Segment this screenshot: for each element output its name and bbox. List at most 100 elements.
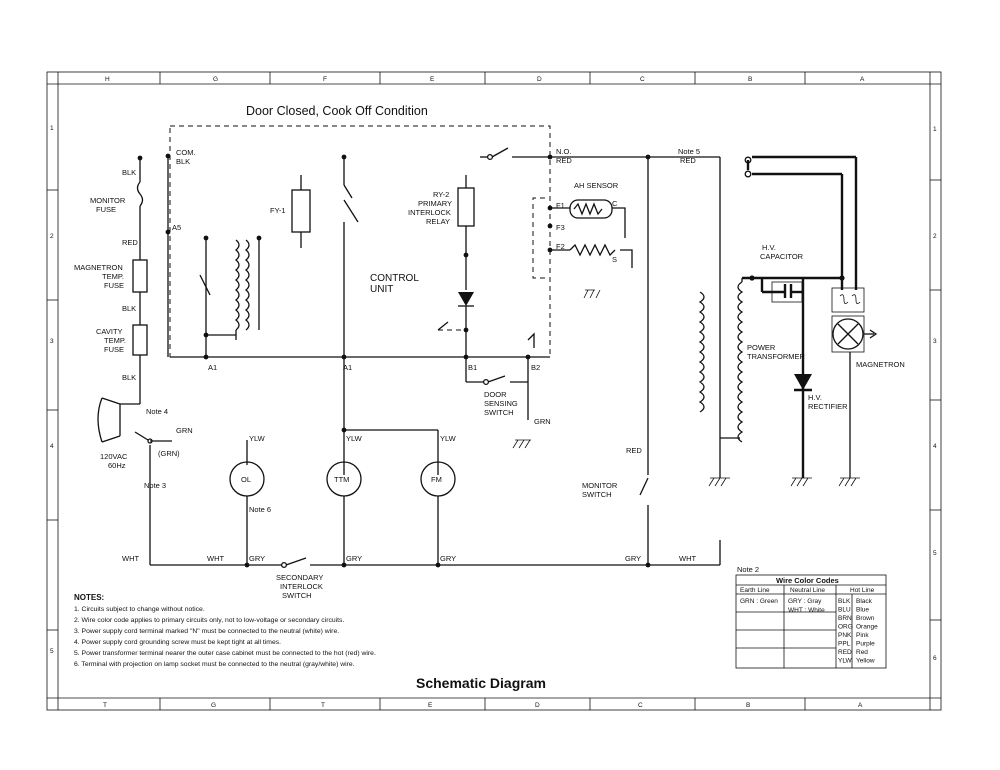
- secondary-switch-label: SWITCH: [282, 591, 312, 600]
- wire-label-red: RED: [626, 446, 642, 455]
- wire-label-red: RED: [680, 156, 696, 165]
- frame-bottom-letter: A: [858, 702, 863, 709]
- note-item: 3. Power supply cord terminal marked "N"…: [74, 628, 339, 635]
- ry2-label: INTERLOCK: [408, 208, 451, 217]
- secondary-switch-label: SECONDARY: [276, 573, 323, 582]
- notes-heading: NOTES:: [74, 593, 104, 602]
- power-transformer-label: POWER: [747, 343, 776, 352]
- wire-label-blk: BLK: [122, 168, 136, 177]
- hot-color-code: BRN: [838, 615, 852, 622]
- control-unit-label: CONTROL: [370, 273, 419, 284]
- wire-color-table: Note 2 Wire Color Codes Earth Line Neutr…: [735, 565, 887, 669]
- frame-left-number: 1: [50, 125, 54, 132]
- frame-bottom-letter: D: [535, 702, 540, 709]
- cavity-fuse-label: TEMP.: [104, 336, 126, 345]
- magnetron-fuse-label: FUSE: [104, 281, 124, 290]
- note-3-label: Note 3: [144, 481, 166, 490]
- wire-label-gry: GRY: [346, 554, 362, 563]
- hv-rectifier-diode: [794, 374, 812, 390]
- door-switch-label: SENSING: [484, 399, 518, 408]
- monitor-switch-label: MONITOR: [582, 481, 618, 490]
- note-item: 2. Wire color code applies to primary ci…: [74, 617, 344, 624]
- control-labels: FY-1 RY-2 PRIMARY INTERLOCK RELAY CONTRO…: [208, 147, 700, 426]
- frame-bottom-letter: T: [103, 702, 107, 709]
- hv-capacitor-label: CAPACITOR: [760, 252, 804, 261]
- terminal-label-a1: A1: [343, 363, 352, 372]
- wire-label-gry: GRY: [249, 554, 265, 563]
- hot-color-code: BLK: [838, 598, 851, 605]
- wire-label-red: RED: [122, 238, 138, 247]
- neutral-bus: [149, 445, 721, 569]
- sensor-pin-f2: F2: [556, 242, 565, 251]
- note-2-label: Note 2: [737, 565, 759, 574]
- monitor-fuse-label: FUSE: [96, 205, 116, 214]
- frame-top-letter: C: [640, 76, 645, 83]
- terminal-label-b2: B2: [531, 363, 540, 372]
- frame-right-number: 5: [933, 550, 937, 557]
- fan-motor-label: FM: [431, 475, 442, 484]
- wire-label-grn: GRN: [176, 426, 193, 435]
- frame-left-number: 4: [50, 443, 54, 450]
- ry2-label: PRIMARY: [418, 199, 452, 208]
- frame-top-letter: B: [748, 76, 752, 83]
- frame-top-letter: D: [537, 76, 542, 83]
- frame-top-letter: E: [430, 76, 435, 83]
- terminal-label-a5: A5: [172, 223, 181, 232]
- wire-label-red: RED: [556, 156, 572, 165]
- hot-color-name: Purple: [856, 641, 875, 648]
- frame-bottom-letter: C: [638, 702, 643, 709]
- hot-color-name: Brown: [856, 615, 875, 622]
- magnetron-temp-fuse: [132, 259, 148, 293]
- wire-label-wht: WHT: [122, 554, 139, 563]
- note-6-label: Note 6: [249, 505, 271, 514]
- wire-label-wht: WHT: [207, 554, 224, 563]
- frame-bottom-letter: T: [321, 702, 325, 709]
- frame-top-letter: H: [105, 76, 110, 83]
- monitor-switch-label: SWITCH: [582, 490, 612, 499]
- diode: [458, 292, 474, 306]
- hot-color-name: Yellow: [856, 658, 875, 665]
- supply-label: 120VAC: [100, 452, 128, 461]
- wire-label-blk: BLK: [122, 304, 136, 313]
- magnetron-fuse-label: MAGNETRON: [74, 263, 123, 272]
- color-table-header: Neutral Line: [790, 587, 825, 594]
- hot-color-name: Black: [856, 598, 873, 605]
- ground-symbols: [708, 438, 860, 487]
- loads: [229, 461, 456, 565]
- frame-top-letter: A: [860, 76, 865, 83]
- wire-label-wht: WHT: [679, 554, 696, 563]
- sensor-pin-s: S: [612, 255, 617, 264]
- note-4-label: Note 4: [146, 407, 168, 416]
- frame-right-numbers: 1 2 3 4 5 6: [933, 126, 937, 662]
- frame-top-letter: G: [213, 76, 218, 83]
- diagram-heading: Door Closed, Cook Off Condition: [246, 104, 428, 118]
- frame-bottom-letters: T G T E D C B A: [103, 702, 863, 709]
- hot-color-name: Orange: [856, 624, 878, 631]
- color-table-title: Wire Color Codes: [776, 576, 839, 585]
- drawing-frame: [46, 71, 942, 711]
- hot-color-code: BLU: [838, 607, 851, 614]
- note-item: 4. Power supply cord grounding screw mus…: [74, 639, 281, 646]
- wire-label-blk: BLK: [122, 373, 136, 382]
- hv-capacitor-label: H.V.: [762, 243, 776, 252]
- frame-bottom-letter: E: [428, 702, 433, 709]
- hot-color-code: PPL: [838, 641, 851, 648]
- wire-label-gry: GRY: [625, 554, 641, 563]
- hot-color-code: ORG: [838, 624, 853, 631]
- frame-top-letter: F: [323, 76, 327, 83]
- terminal-label-b1: B1: [468, 363, 477, 372]
- neutral-color-code: GRY : Gray: [788, 598, 822, 605]
- color-table-header: Hot Line: [850, 587, 875, 594]
- relay-contacts: [199, 235, 262, 360]
- control-unit-outputs: [170, 356, 550, 475]
- no-contact-label: N.O.: [556, 147, 571, 156]
- relay-coil-1: [234, 239, 240, 331]
- supply-label: 60Hz: [108, 461, 126, 470]
- hot-color-name: Pink: [856, 632, 869, 639]
- frame-left-number: 3: [50, 338, 54, 345]
- monitor-fuse-label: MONITOR: [90, 196, 126, 205]
- frame-left-numbers: 1 2 3 4 5: [50, 125, 54, 655]
- wire-label-grn: GRN: [534, 417, 551, 426]
- wire-label-ylw: YLW: [249, 434, 266, 443]
